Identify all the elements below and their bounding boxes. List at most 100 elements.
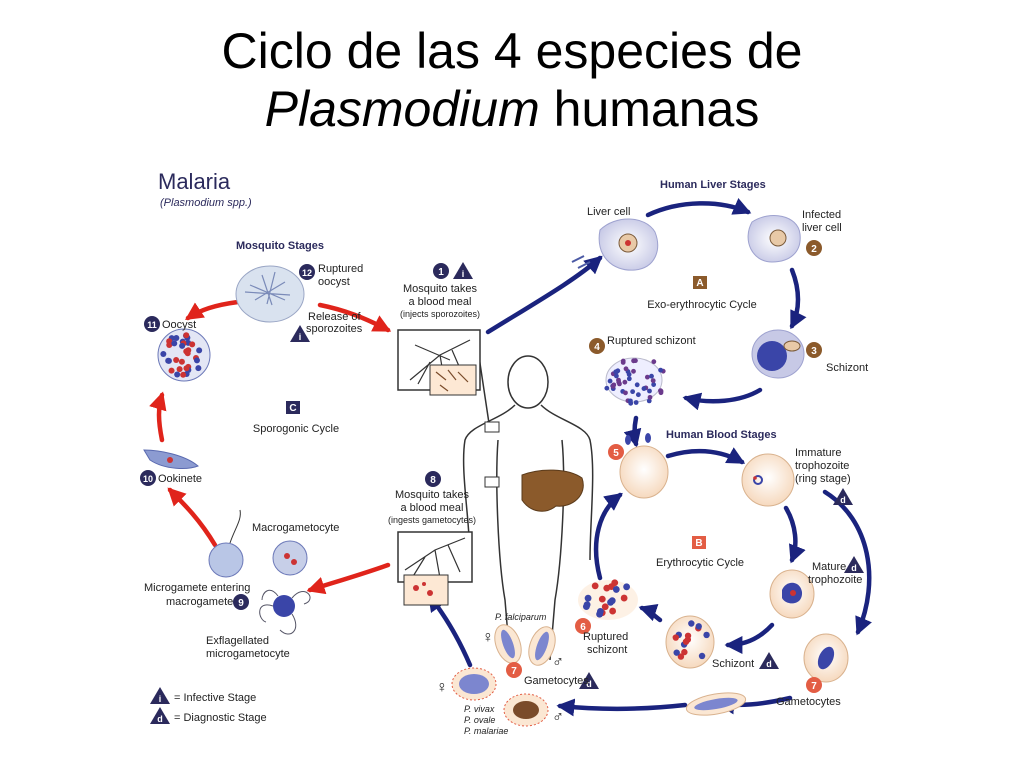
label-exflagellated-2: microgametocyte: [206, 648, 290, 660]
arrow-liver-to-infected: [645, 198, 752, 218]
diagram-header-title: Malaria: [158, 169, 231, 194]
dot: [651, 359, 657, 365]
diagnostic-marker-schizont: d: [759, 652, 779, 669]
dot: [623, 583, 631, 591]
arrow-infected-to-schizont: [789, 267, 807, 330]
arrow-ruptured-to-oocyst: [185, 299, 241, 321]
badge-5: 5: [608, 444, 624, 460]
label-stage8-l1: Mosquito takes: [395, 489, 469, 501]
dot: [611, 382, 617, 388]
merozoite-dots: [604, 358, 666, 406]
svg-text:d: d: [840, 495, 846, 505]
arrow-ring-to-mature: [783, 505, 806, 564]
diagnostic-marker-mature: d: [844, 556, 864, 573]
label-liver-cell: Liver cell: [587, 206, 630, 218]
title-line-1: Ciclo de las 4 especies de: [221, 23, 803, 79]
dot: [650, 378, 656, 384]
dot: [649, 373, 654, 379]
label-release-1: Release of: [308, 311, 362, 323]
arrow-gamete-to-ookinete: [167, 487, 218, 548]
dot: [647, 394, 653, 400]
infected-liver-cell: [747, 215, 801, 263]
label-mature-1: Mature: [812, 561, 846, 573]
dot: [183, 332, 190, 339]
badge-7-left: 7: [506, 662, 522, 678]
dot: [598, 595, 606, 603]
label-stage1-l2: a blood meal: [409, 296, 472, 308]
arrow-schizont-to-ruptured: [682, 387, 763, 411]
dot: [672, 634, 679, 641]
liver-cell: [571, 218, 659, 271]
label-blood-schizont: Schizont: [712, 658, 754, 670]
dot: [611, 579, 619, 587]
svg-text:5: 5: [613, 448, 619, 459]
heading-mosquito-stages: Mosquito Stages: [236, 240, 324, 252]
label-oocyst: Oocyst: [162, 319, 196, 331]
label-ruptured-schizont: Ruptured schizont: [607, 335, 696, 347]
cycle-b-label: Erythrocytic Cycle: [656, 557, 744, 569]
label-ruptured-oocyst-2: oocyst: [318, 276, 350, 288]
dot: [179, 342, 186, 349]
badge-1: 1: [433, 263, 449, 279]
male-symbol-bottom: ♂: [552, 709, 564, 726]
svg-text:8: 8: [430, 475, 436, 486]
label-macrogametocyte: Macrogametocyte: [252, 522, 339, 534]
schizont-merozoites: [672, 620, 710, 660]
legend-infective-label: = Infective Stage: [174, 692, 256, 704]
exflagellated-microgametocyte: [259, 589, 311, 635]
label-povale: P. ovale: [464, 715, 495, 725]
liver-organ: [521, 469, 584, 512]
rbc-merozoite: [619, 433, 669, 499]
dot: [616, 379, 622, 385]
dot: [626, 376, 632, 382]
svg-text:1: 1: [438, 267, 444, 278]
svg-text:d: d: [851, 563, 857, 573]
mosquito-box-lower: [397, 531, 473, 606]
svg-text:7: 7: [511, 666, 517, 677]
label-stage8-l2: a blood meal: [401, 502, 464, 514]
badge-3: 3: [806, 342, 822, 358]
badge-10: 10: [140, 470, 156, 486]
dot: [698, 652, 706, 660]
svg-text:d: d: [766, 659, 772, 669]
dot: [628, 400, 634, 406]
label-microgamete-1: Microgamete entering: [144, 582, 250, 594]
cycle-b-letter: B: [695, 538, 702, 549]
dot: [193, 357, 200, 364]
oocyst-sporozoites: [160, 332, 203, 378]
svg-text:2: 2: [811, 244, 817, 255]
arrow-mature-to-schizont: [724, 622, 775, 654]
badges: 1 12 11 10 9 8 2 3 4 5 6 7 7: [140, 240, 822, 693]
dot: [620, 594, 628, 602]
svg-text:6: 6: [580, 622, 586, 633]
falciparum-gametocytes: [494, 624, 556, 666]
dot: [620, 358, 626, 364]
infective-marker-12: i: [290, 325, 310, 342]
dot: [173, 335, 180, 342]
arrow-ookinete-to-oocyst: [149, 391, 167, 443]
label-immature-1: Immature: [795, 447, 841, 459]
label-gametocytes-left: Gametocytes: [524, 675, 589, 687]
cycle-c: C Sporogonic Cycle: [253, 401, 339, 435]
dot: [630, 389, 636, 395]
slide-title: Ciclo de las 4 especies de Plasmodium hu…: [0, 22, 1024, 138]
dot: [703, 631, 710, 639]
title-genus: Plasmodium: [264, 81, 540, 137]
svg-text:10: 10: [143, 474, 153, 484]
dot: [609, 607, 617, 615]
label-liver-schizont: Schizont: [826, 362, 868, 374]
dot: [633, 400, 639, 405]
dot: [171, 340, 178, 347]
heading-liver-stages: Human Liver Stages: [660, 179, 766, 191]
dot: [612, 586, 620, 593]
dot: [189, 341, 196, 348]
dot: [176, 366, 183, 373]
label-ruptured-oocyst-1: Ruptured: [318, 263, 363, 275]
cycle-a-letter: A: [696, 278, 703, 289]
dot: [623, 390, 628, 396]
dot: [614, 373, 619, 379]
rbc-ring-stage: [741, 453, 795, 507]
dot: [582, 603, 590, 611]
label-pvivax: P. vivax: [464, 704, 495, 714]
dot: [677, 653, 685, 660]
